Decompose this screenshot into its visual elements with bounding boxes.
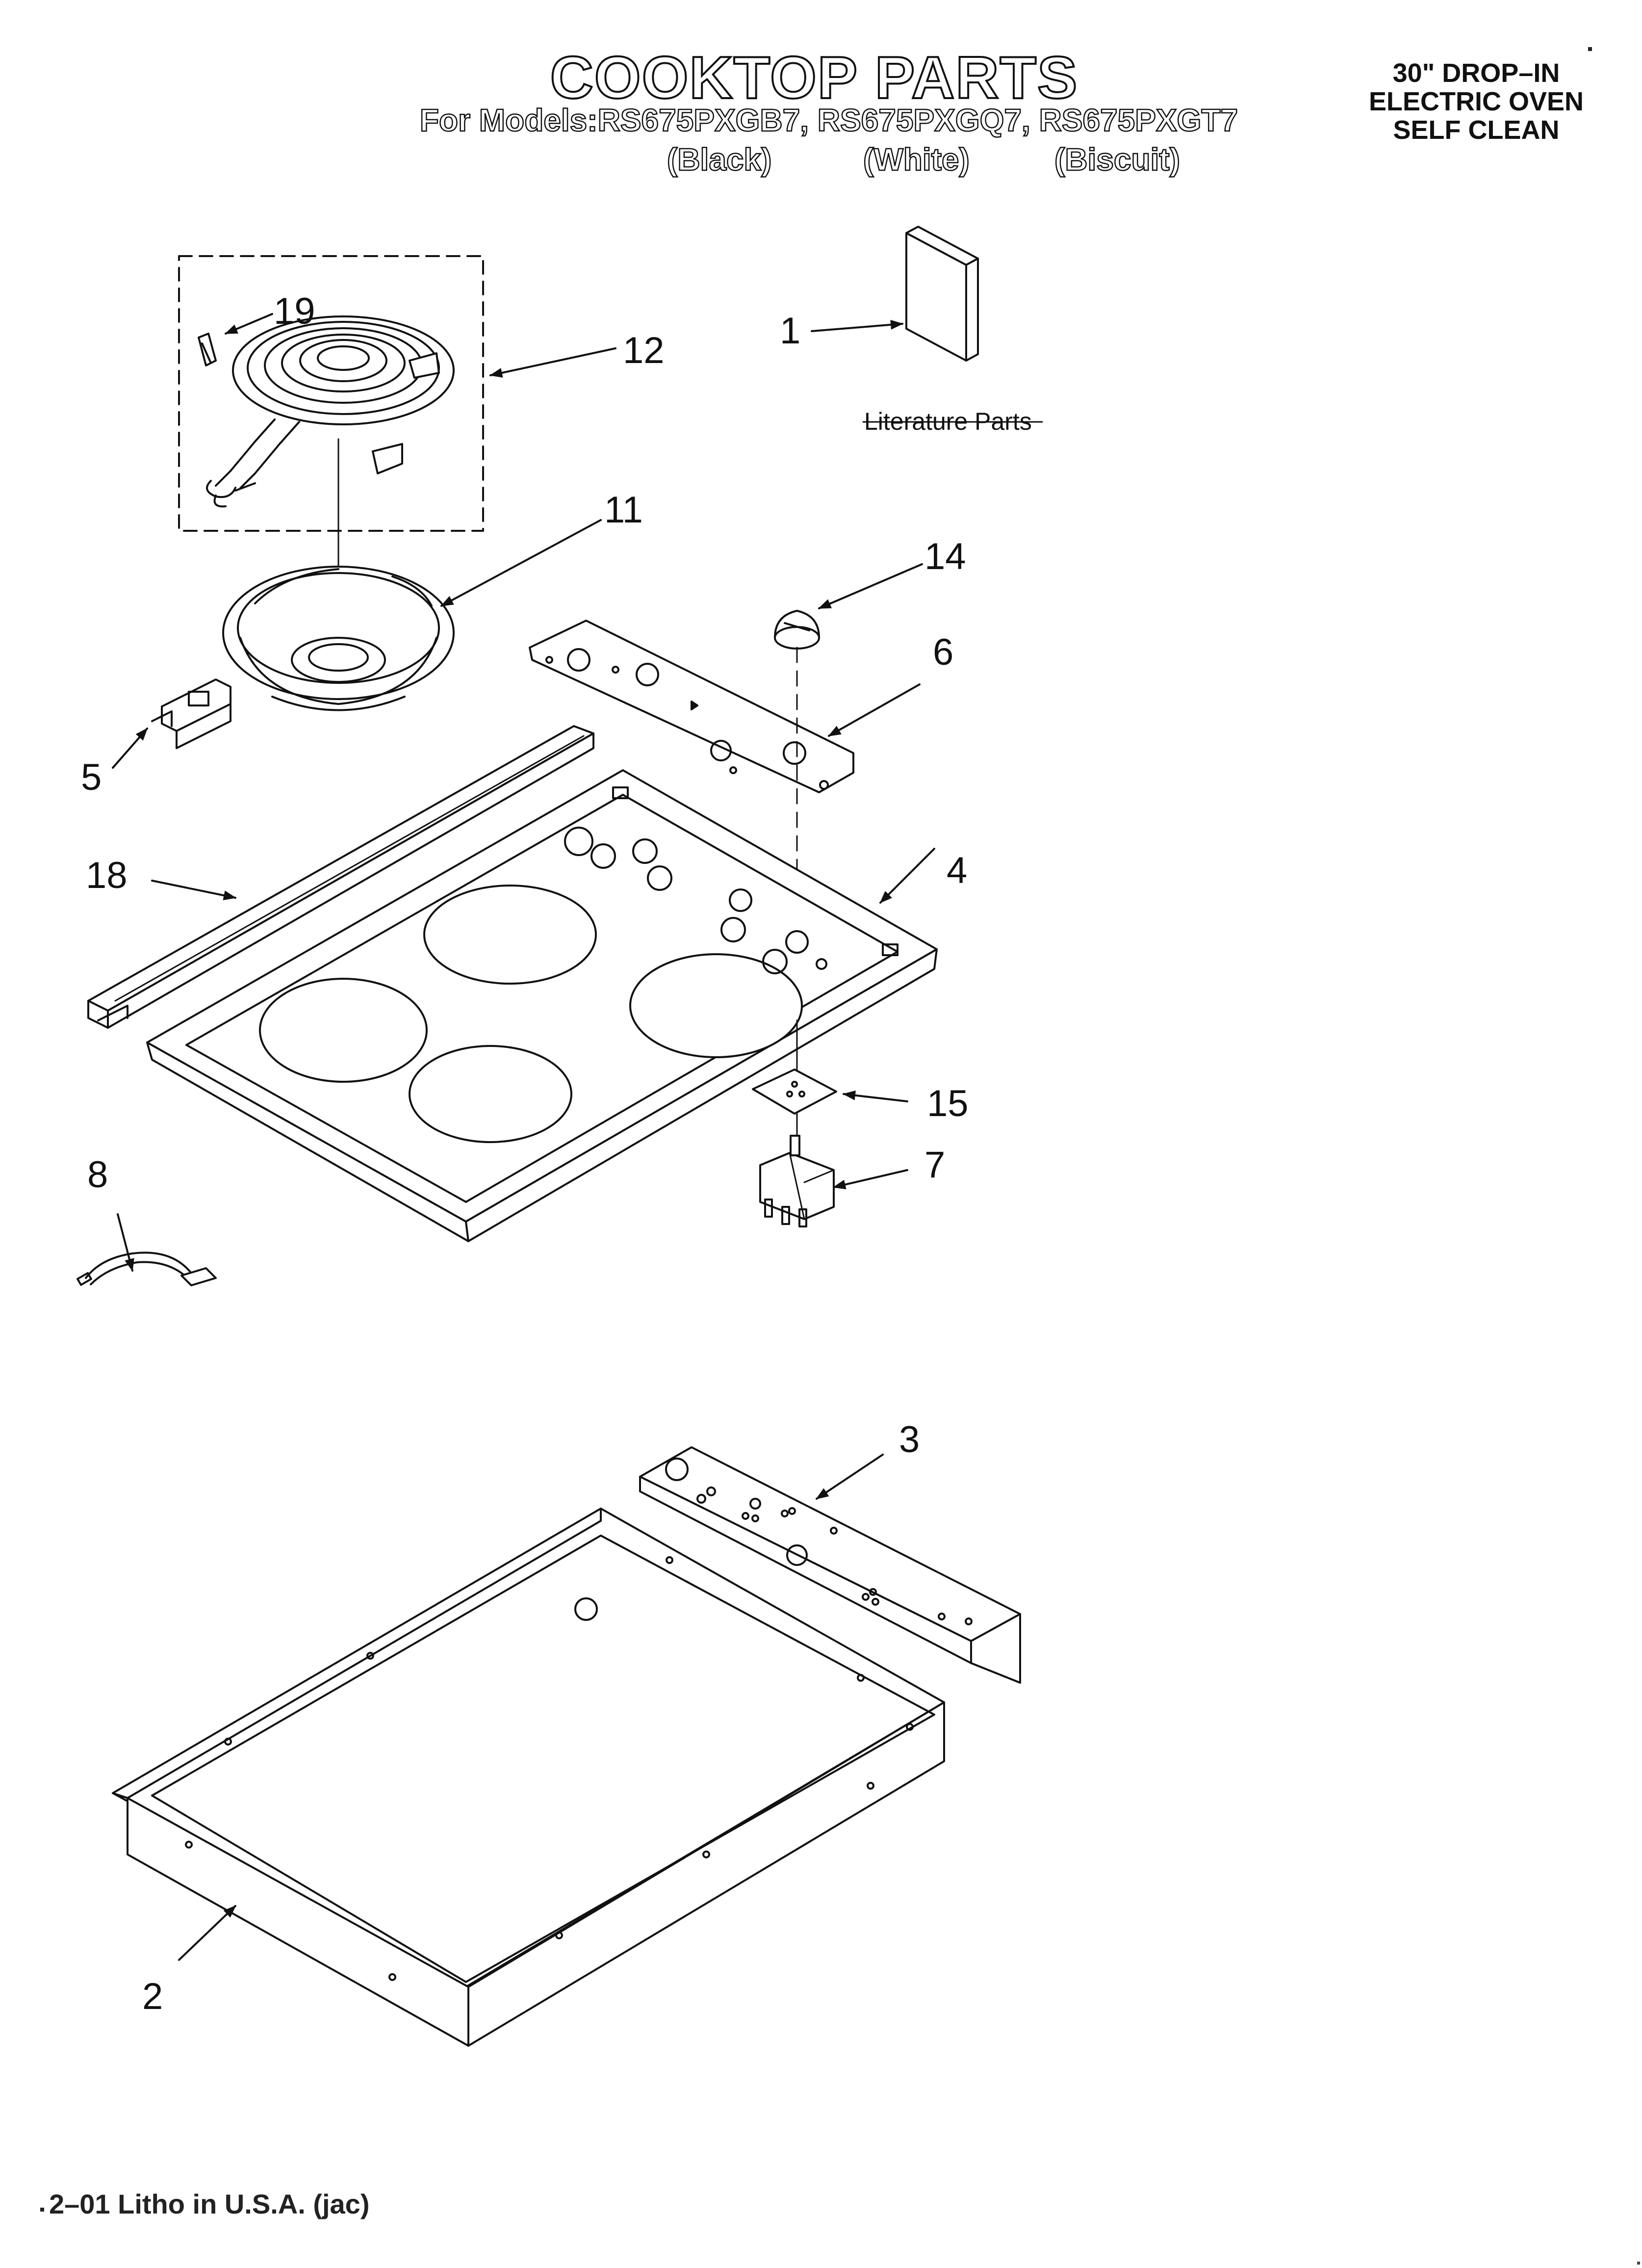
appliance-type-line1: 30" DROP–IN (1392, 58, 1560, 88)
callout-11: 11 (604, 489, 643, 531)
callout-5: 5 (81, 756, 102, 798)
footer-mark (40, 2208, 44, 2212)
callout-6: 6 (933, 631, 953, 673)
appliance-type-line3: SELF CLEAN (1393, 115, 1560, 145)
element-clip (198, 333, 217, 366)
cooktop-surface (146, 769, 938, 1242)
callout-15: 15 (927, 1083, 969, 1124)
receptacle-bracket (151, 678, 231, 749)
control-panel (529, 620, 854, 793)
callout-19: 19 (274, 290, 315, 332)
cooktop-bracket (639, 1446, 1021, 1684)
element-kit-dashed-box (178, 255, 484, 532)
callout-2: 2 (142, 1976, 163, 2017)
coil-element (206, 315, 455, 508)
callout-18: 18 (86, 855, 128, 896)
trim-strip (87, 725, 594, 1029)
wire-harness (77, 1251, 217, 1286)
infinite-switch (759, 1135, 835, 1227)
variant-white-label: (White) (863, 141, 970, 178)
literature-parts-booklet (862, 226, 1043, 423)
variant-biscuit-label: (Biscuit) (1054, 141, 1181, 178)
literature-parts-label: Literature Parts (864, 408, 1032, 435)
callout-8: 8 (87, 1154, 108, 1196)
drip-bowl (222, 566, 455, 711)
callout-arrows (112, 313, 935, 1961)
page-title: COOKTOP PARTS (549, 43, 1078, 112)
callout-14: 14 (924, 536, 966, 577)
footer-print-note: 2–01 Litho in U.S.A. (jac) (49, 2189, 370, 2219)
callout-4: 4 (947, 850, 967, 891)
corner-mark (1588, 47, 1592, 51)
models-line: For Models:RS675PXGB7, RS675PXGQ7, RS675… (419, 102, 1239, 139)
edge-mark (1637, 2262, 1640, 2265)
callout-7: 7 (924, 1144, 945, 1186)
switch-insulator (752, 1069, 837, 1115)
burner-box (112, 1508, 945, 2047)
variant-black-label: (Black) (667, 141, 772, 178)
control-knob (774, 610, 820, 650)
callout-12: 12 (623, 330, 665, 371)
callout-1: 1 (780, 310, 800, 352)
appliance-type-line2: ELECTRIC OVEN (1368, 87, 1584, 116)
callout-3: 3 (899, 1419, 920, 1460)
